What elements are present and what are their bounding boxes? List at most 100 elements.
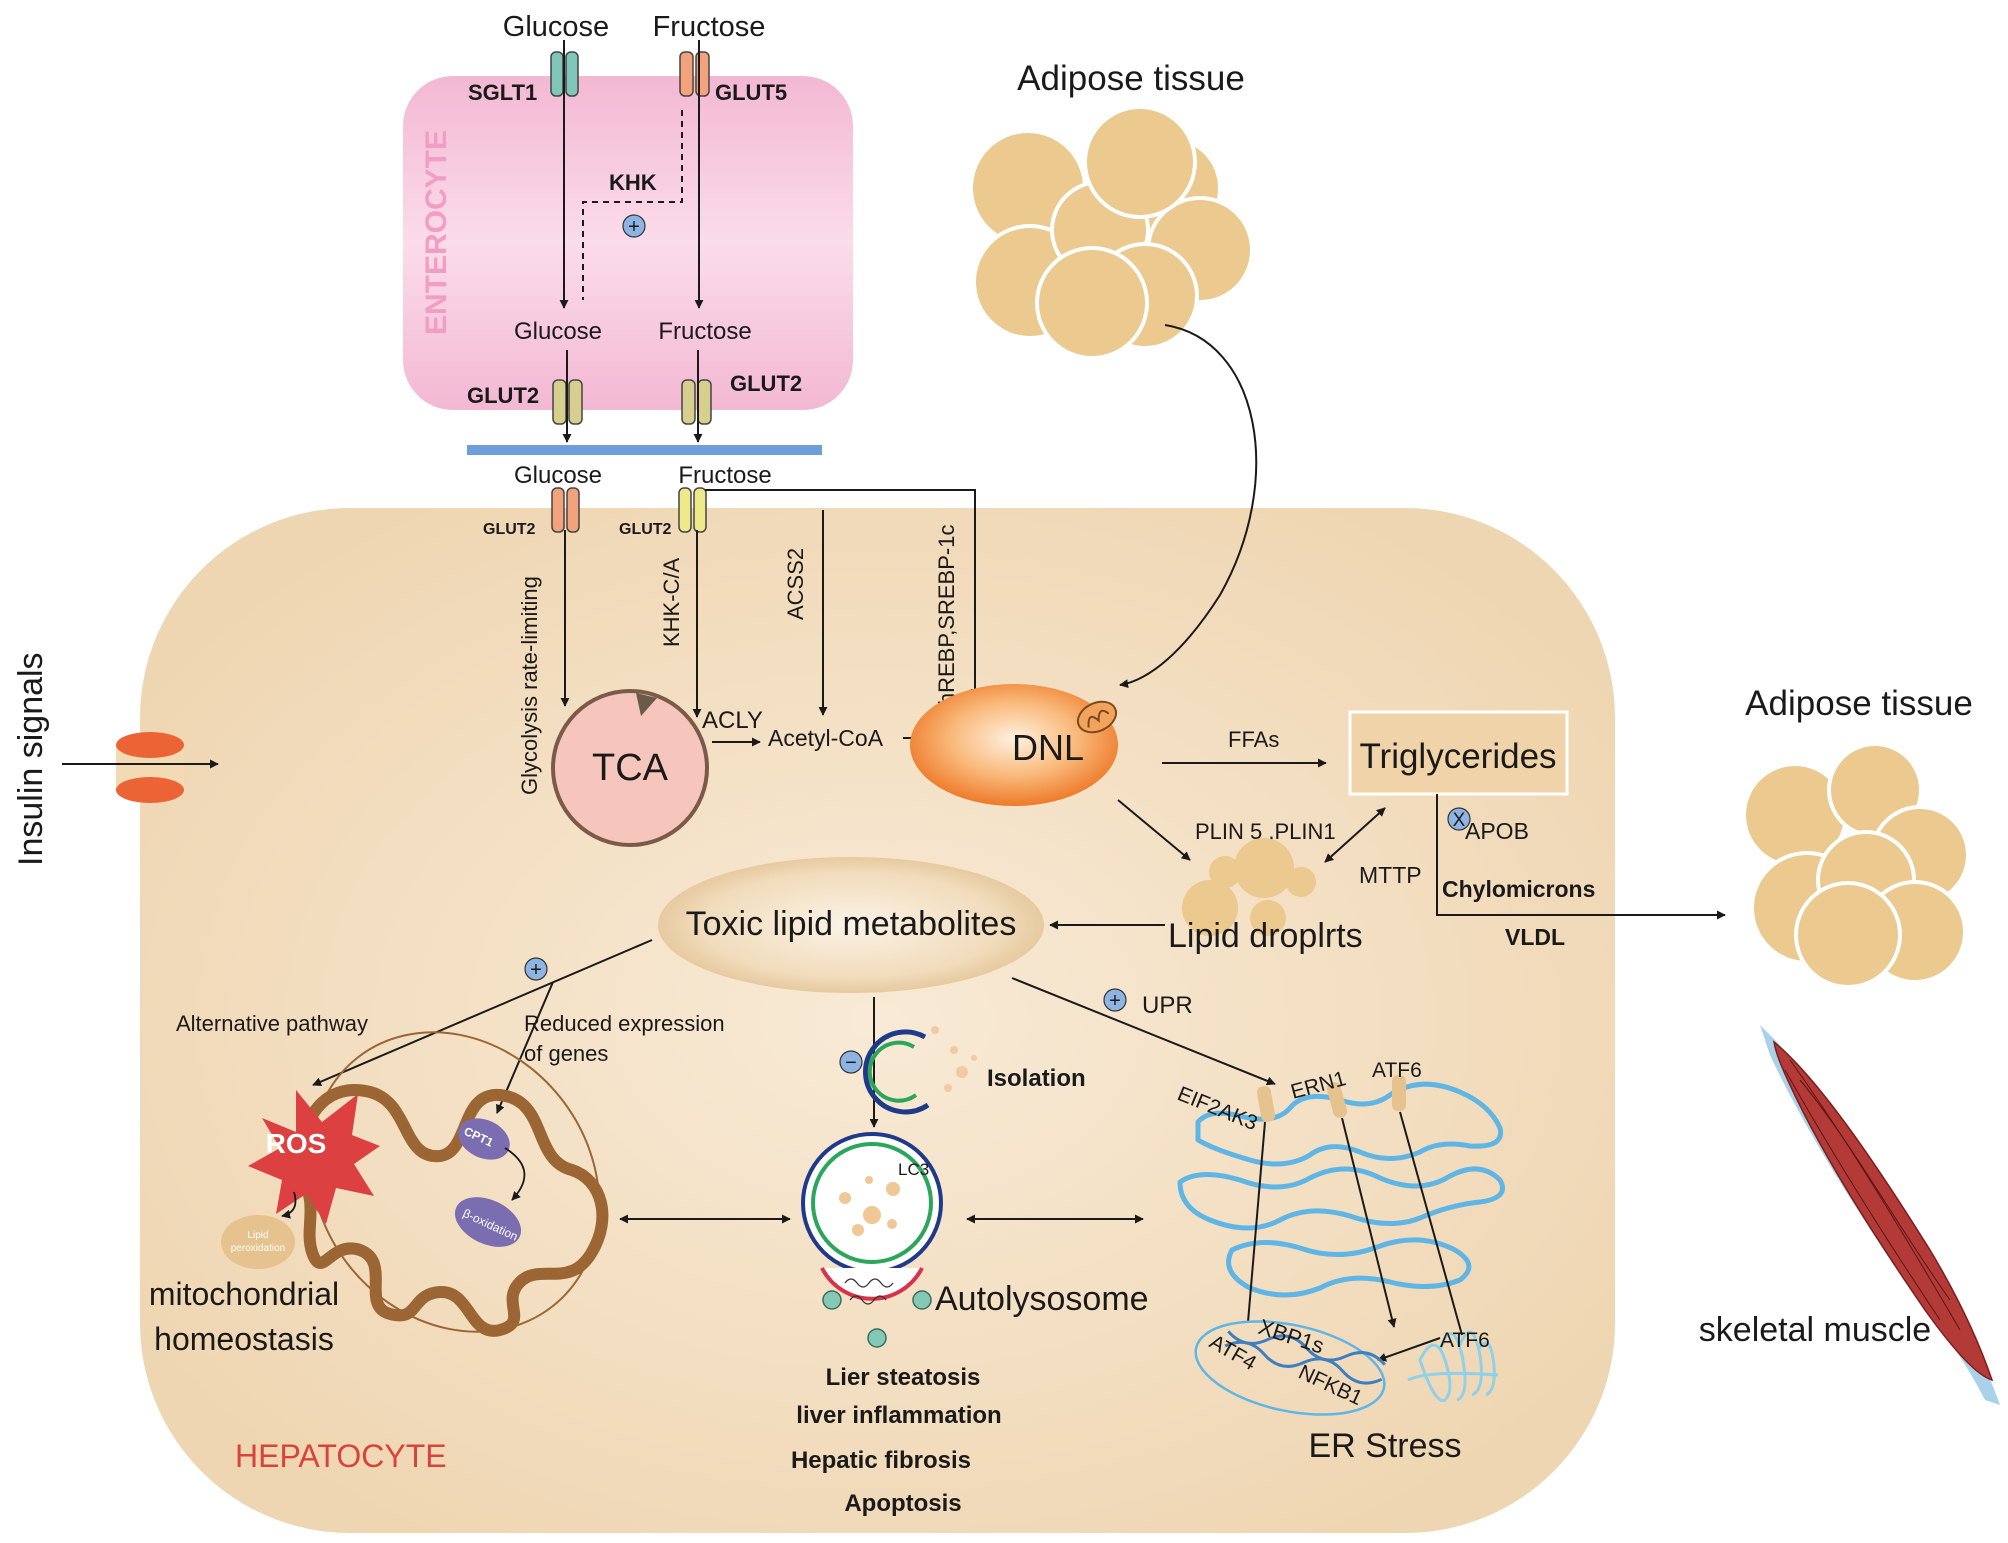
nucleus [1194, 1320, 1386, 1416]
atf6-to-nucleus-arrow [1377, 1337, 1441, 1362]
outcome-fibrosis: Hepatic fibrosis [791, 1447, 971, 1474]
outcome-inflammation: liver inflammation [796, 1402, 1001, 1429]
atf6-top-label: ATF6 [1372, 1059, 1422, 1082]
cpt1-to-beta-ox-arrow [504, 1147, 526, 1201]
beta-oxidation-node [454, 1197, 522, 1247]
svg-text:+: + [1109, 990, 1121, 1012]
reduced-expression-label-1: Reduced expression [524, 1011, 725, 1036]
er-sensors [1256, 1075, 1406, 1122]
ffas-label: FFAs [1228, 727, 1279, 752]
adipose-cluster-right [1742, 742, 1970, 989]
endoplasmic-reticulum [1177, 1081, 1505, 1298]
vldl-label: VLDL [1505, 924, 1565, 950]
inhibition-sign-apob: X [1447, 807, 1471, 831]
outcome-apoptosis: Apoptosis [844, 1490, 961, 1517]
apob-label: APOB [1465, 818, 1529, 844]
glucose-blood-label: Glucose [514, 462, 602, 489]
chrebp-label: ChREBP,SREBP-1c [934, 525, 959, 721]
svg-text:+: + [530, 959, 542, 981]
dnl-node [910, 684, 1118, 806]
skeletal-muscle-icon [1760, 1025, 2000, 1405]
insulin-receptor-icon [116, 732, 184, 803]
glut2-transporter-hepatocyte-left [551, 487, 580, 533]
adipose-to-dnl-arrow [1119, 324, 1258, 689]
atf6-bottom-label: ATF6 [1440, 1329, 1490, 1352]
glut2-enterocyte-left-label: GLUT2 [467, 383, 539, 408]
autolysosome-label: Autolysosome [935, 1280, 1149, 1318]
khk-label: KHK [609, 170, 657, 195]
adipose-top-label: Adipose tissue [1017, 59, 1245, 98]
chrebp-arrow [705, 489, 980, 698]
ros-burst [248, 1090, 380, 1224]
fructose-blood-label: Fructose [678, 462, 771, 489]
upr-label: UPR [1142, 992, 1193, 1019]
insulin-signals-label: Insulin signals [12, 652, 50, 866]
isolation-membrane [863, 1026, 977, 1115]
hepatocyte-label: HEPATOCYTE [235, 1438, 447, 1474]
lc3-label: LC3 [898, 1160, 929, 1179]
plus-sign-enterocyte: + [622, 214, 646, 238]
acly-label: ACLY [702, 707, 763, 734]
glut2-enterocyte-right-label: GLUT2 [730, 371, 802, 396]
glucose-mid-label: Glucose [514, 318, 602, 345]
enterocyte-label: ENTEROCYTE [420, 130, 453, 335]
toxic-to-ros-arrow [312, 939, 653, 1086]
glycolysis-label: Glycolysis rate-limiting [517, 576, 542, 795]
svg-text:X: X [1453, 810, 1466, 831]
dnl-to-lipid-droplets-arrow [1117, 799, 1191, 861]
basolateral-membrane [467, 445, 822, 455]
lipid-peroxidation-label-1: Lipid [247, 1230, 268, 1241]
plus-sign-mito: + [524, 957, 548, 981]
outcome-steatosis: Lier steatosis [826, 1364, 981, 1391]
lipid-droplets [1182, 838, 1316, 936]
glucose-input-label: Glucose [503, 11, 609, 43]
khk-dashed-path [582, 110, 683, 300]
lipid-peroxidation-node [221, 1215, 295, 1269]
glut2-transporter-hepatocyte-right [678, 487, 707, 533]
mitochondrion-icon [1076, 700, 1118, 734]
isolation-label: Isolation [987, 1065, 1086, 1092]
toxic-lipid-label: Toxic lipid metabolites [686, 905, 1017, 943]
khk-ca-label: KHK-C/A [659, 557, 684, 647]
tca-label: TCA [592, 747, 669, 789]
chylomicrons-label: Chylomicrons [1442, 876, 1595, 902]
mitochondrial-homeostasis-label-1: mitochondrial [149, 1276, 339, 1312]
toxic-to-er-arrow [1011, 977, 1276, 1086]
ros-to-peroxidation-arrow [281, 1191, 297, 1219]
lysosome [820, 1267, 932, 1348]
acss2-label: ACSS2 [783, 548, 808, 620]
sglt1-transporter [550, 51, 579, 97]
lipid-droplets-triglycerides-arrow [1324, 807, 1386, 863]
mitochondrion-cristae [294, 1084, 609, 1337]
glut2-transporter-enterocyte-left [552, 379, 583, 425]
fructose-input-label: Fructose [653, 11, 766, 43]
triglycerides-label: Triglycerides [1359, 737, 1556, 776]
lipid-peroxidation-label-2: peroxidation [231, 1243, 285, 1254]
glut2-hepatocyte-right-label: GLUT2 [619, 521, 672, 538]
alternative-pathway-label: Alternative pathway [176, 1011, 368, 1036]
hepatocyte-cell [140, 508, 1615, 1533]
minus-sign-autophagy: − [839, 1050, 863, 1074]
autophagosome [801, 1132, 943, 1274]
adipose-cluster-top [969, 105, 1254, 360]
glut5-label: GLUT5 [715, 80, 787, 105]
skeletal-muscle-label: skeletal muscle [1699, 1311, 1931, 1349]
glut2-hepatocyte-left-label: GLUT2 [483, 521, 536, 538]
toxic-lipid-node [658, 857, 1044, 993]
glut2-transporter-enterocyte-right [681, 379, 712, 425]
svg-text:+: + [628, 216, 640, 238]
mitochondrion-outer [309, 1031, 601, 1333]
ros-label: ROS [266, 1128, 327, 1159]
fructose-mid-label: Fructose [658, 318, 751, 345]
plus-sign-upr: + [1103, 988, 1127, 1012]
sglt1-label: SGLT1 [468, 80, 537, 105]
adipose-right-label: Adipose tissue [1745, 684, 1973, 723]
triglycerides-box [1348, 710, 1569, 796]
reduced-expression-label-2: of genes [524, 1041, 608, 1066]
mttp-label: MTTP [1359, 862, 1422, 888]
er-stress-label: ER Stress [1308, 1427, 1461, 1465]
mitochondrial-homeostasis-label-2: homeostasis [154, 1321, 334, 1357]
acetyl-coa-label: Acetyl-CoA [768, 725, 884, 751]
dnl-label: DNL [1012, 727, 1084, 768]
